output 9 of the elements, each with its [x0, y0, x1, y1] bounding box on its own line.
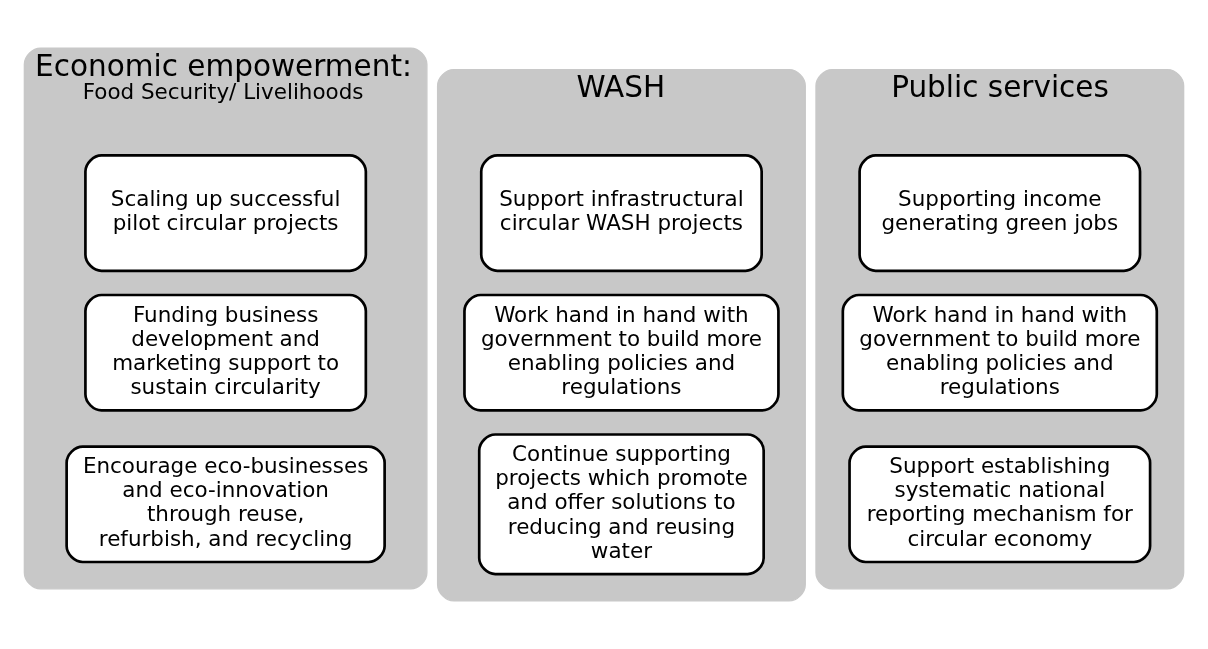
node-box: Supporting income generating green jobs — [858, 154, 1142, 273]
node-box: Support infrastructural circular WASH projects — [479, 154, 763, 273]
node-box: Encourage eco-businesses and eco-innovation through reuse, refurbish, and recycling — [65, 445, 386, 564]
node-box: Scaling up successful pilot circular projects — [84, 154, 368, 273]
node-box: Funding business development and marketing support to sustain circularity — [84, 293, 368, 412]
node-box: Continue supporting projects which promote and offer solutions to reducing and reusing water — [477, 433, 765, 576]
node-box: Support establishing systematic national reporting mechanism for circular economy — [848, 445, 1152, 564]
node-box: Work hand in hand with government to build more enabling policies and regulations — [841, 293, 1159, 412]
node-box: Work hand in hand with government to build more enabling policies and regulations — [463, 293, 780, 412]
